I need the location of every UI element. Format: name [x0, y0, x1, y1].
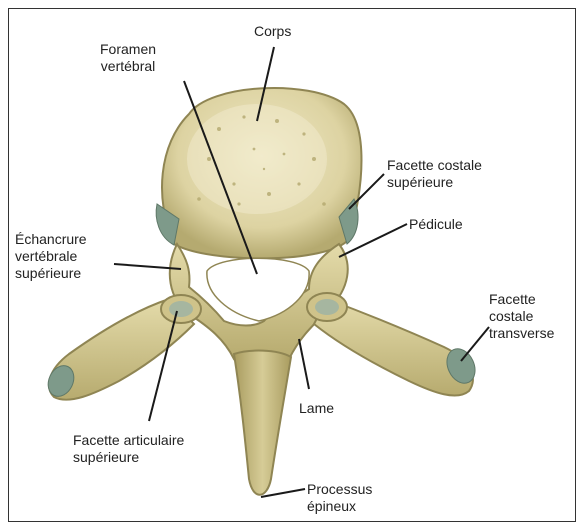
leader-lame [299, 339, 309, 389]
label-facette-costale-superieure: Facette costale supérieure [387, 157, 482, 191]
label-echancrure-vertebrale-superieure: Échancrure vertébrale supérieure [15, 231, 87, 282]
label-facette-articulaire-superieure: Facette articulaire supérieure [73, 432, 184, 466]
label-lame: Lame [299, 400, 334, 417]
articular-facet-right-surface [315, 299, 339, 315]
label-pedicule: Pédicule [409, 216, 463, 233]
label-corps: Corps [254, 23, 291, 40]
spinous-process [234, 351, 291, 495]
label-foramen-vertebral: Foramen vertébral [100, 41, 156, 75]
articular-facet-left-surface [169, 301, 193, 317]
leader-facette-costale-transverse [461, 327, 489, 361]
label-processus-epineux: Processus épineux [307, 481, 372, 515]
diagram-frame: Corps Foramen vertébral Facette costale … [8, 8, 576, 522]
label-facette-costale-transverse: Facette costale transverse [489, 291, 554, 342]
